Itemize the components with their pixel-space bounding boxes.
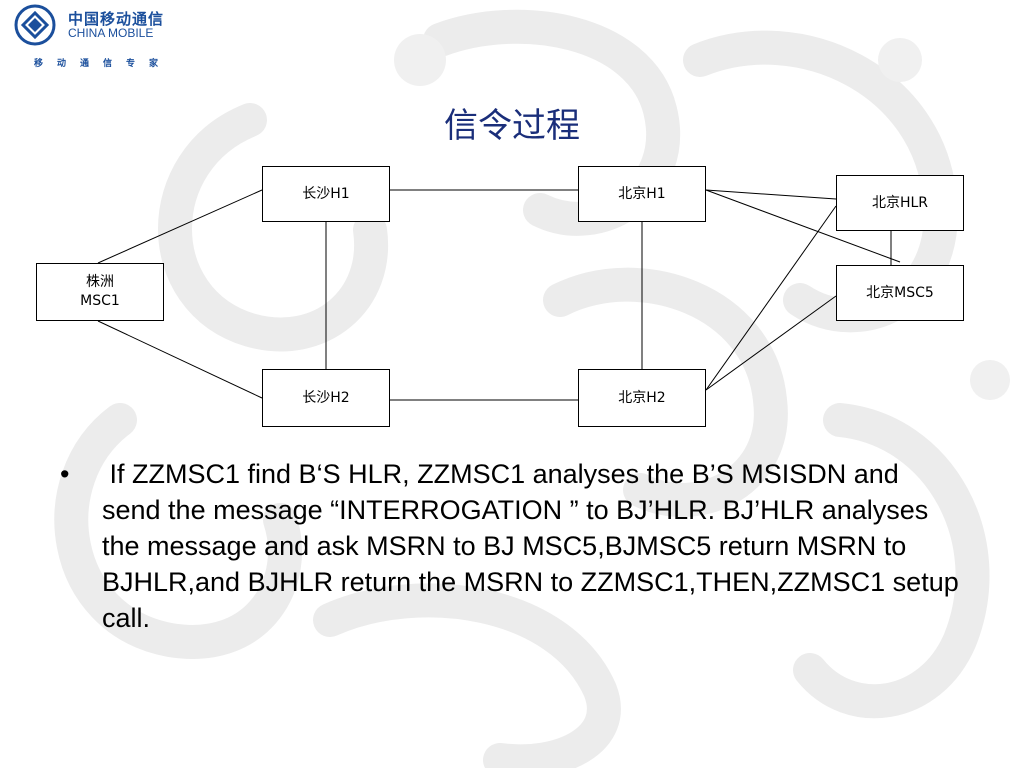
china-mobile-logo: 中国移动通信 CHINA MOBILE 移动通信专家 [14, 4, 163, 69]
bullet-marker: • [60, 459, 70, 489]
link-bj-h2-bj-msc5 [705, 295, 837, 391]
bullet-list: • If ZZMSC1 find B‘S HLR, ZZMSC1 analyse… [60, 456, 960, 636]
node-label: 长沙H2 [302, 389, 350, 406]
link-bj-h1-bj-hlr [705, 189, 837, 200]
node-label: 北京MSC5 [866, 284, 934, 301]
node-label: 北京H1 [618, 185, 666, 202]
node-changsha-h1: 长沙H1 [262, 166, 390, 222]
link-zz-cs-h2 [97, 320, 263, 399]
node-beijing-h1: 北京H1 [578, 166, 706, 222]
node-beijing-hlr: 北京HLR [836, 175, 964, 231]
node-label: 北京HLR [871, 194, 929, 211]
node-label-line2: MSC1 [80, 293, 120, 309]
node-label-line1: 株洲 [86, 274, 114, 290]
node-beijing-msc5: 北京MSC5 [836, 265, 964, 321]
link-bj-h1-bj-msc5 [705, 189, 901, 263]
bullet-text: If ZZMSC1 find B‘S HLR, ZZMSC1 analyses … [102, 459, 967, 633]
node-changsha-h2: 长沙H2 [262, 369, 390, 427]
link-bj-h2-bj-hlr [705, 205, 837, 391]
logo-tagline: 移动通信专家 [34, 59, 173, 69]
node-zhuzhou-msc1: 株洲 MSC1 [36, 263, 164, 321]
logo-name-en: CHINA MOBILE [68, 26, 154, 40]
slide-title: 信令过程 [444, 106, 580, 146]
china-mobile-emblem-icon [14, 4, 56, 46]
node-label: 长沙H1 [302, 185, 350, 202]
node-label: 北京H2 [618, 389, 666, 406]
node-beijing-h2: 北京H2 [578, 369, 706, 427]
link-zz-cs-h1 [97, 189, 263, 264]
logo-name-cn: 中国移动通信 [68, 10, 165, 28]
